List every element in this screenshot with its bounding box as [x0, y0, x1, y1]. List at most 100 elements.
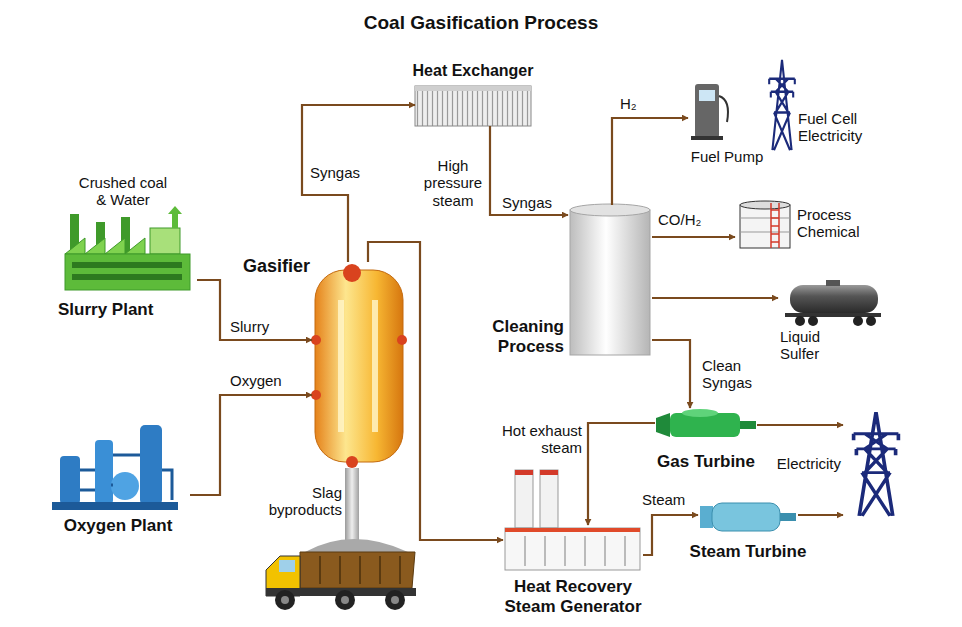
node-label: Liquid Sulfer [780, 328, 850, 363]
slurry-plant-illustration-part [72, 262, 182, 268]
oxygen-plant-illustration-part [60, 456, 80, 504]
gasifier-vessel [311, 264, 407, 468]
heat-exchanger-illustration [415, 86, 531, 126]
flow-line [588, 423, 655, 525]
sulfur-tanker-part [808, 316, 818, 326]
chemical-tank-part [771, 203, 779, 248]
slurry-plant-illustration-part [65, 254, 190, 290]
chemical-box: Process Chemical [735, 198, 881, 252]
flow-label: Syngas [500, 194, 566, 211]
gas-turbine-box: Gas Turbine [655, 408, 757, 476]
fuel-pump-illustration-part [695, 84, 719, 138]
flow-label: Hot exhaust steam [478, 422, 584, 457]
flow-line [302, 105, 415, 262]
steam-turbine-box: Steam Turbine [698, 498, 798, 566]
slurry-plant-illustration-part [150, 228, 180, 254]
gasifier-vessel-part [397, 335, 407, 345]
node-label: Electricity [763, 455, 841, 472]
hrsg-box: Heat Recovery Steam Generator [503, 525, 643, 573]
slag-truck-illustration-part [275, 590, 295, 610]
slag-truck-illustration-part [279, 560, 295, 572]
node-label: Gas Turbine [640, 452, 772, 472]
flow-line [190, 395, 312, 495]
flow-label: Steam [640, 491, 700, 508]
gas-turbine-illustration-part [656, 413, 670, 437]
steam-turbine-illustration-part [780, 513, 796, 521]
oxygen-plant-illustration-part [140, 425, 162, 505]
hrsg-illustration-part [515, 470, 533, 475]
flow-line [197, 280, 312, 340]
chemical-tank-part [740, 218, 790, 232]
hrsg-illustration-part [525, 536, 625, 566]
slag-truck-illustration-part [281, 596, 289, 604]
fuel-cell-box: Fuel Cell Electricity [768, 58, 888, 153]
gasifier-vessel-part [311, 390, 321, 400]
node-label: Fuel Pump [682, 148, 772, 165]
slag-truck-illustration-part [300, 552, 415, 588]
slag-truck-illustration-part [385, 590, 405, 610]
exchanger-box: Heat Exchanger [415, 86, 531, 126]
cleaning-column-part [570, 210, 650, 355]
electricity-box: Electricity [843, 408, 908, 520]
gasifier-vessel-part [346, 456, 358, 468]
gas-turbine-illustration-part [682, 409, 718, 417]
sulfur-tanker-part [795, 316, 805, 326]
flow-label: Clean Syngas [700, 357, 776, 392]
cleaning-column-part [570, 204, 650, 216]
steam-turbine-illustration-part [712, 503, 780, 531]
flow-label: Oxygen [228, 372, 298, 389]
oxygen-plant-illustration [52, 425, 178, 510]
node-label: Crushed coal & Water [75, 174, 171, 209]
node-label: Process Chemical [797, 206, 879, 241]
sulfur-tanker-part [826, 280, 840, 286]
oxygen-plant-illustration-part [95, 440, 113, 504]
hrsg-illustration-part [540, 470, 558, 528]
fuel-pump-illustration [691, 84, 728, 140]
oxygen-plant-box: Oxygen Plant [48, 420, 190, 542]
sulfur-tanker [785, 280, 881, 326]
flow-label: Syngas [308, 164, 372, 181]
flow-line [490, 126, 568, 215]
fuel-pump-illustration-part [719, 96, 728, 122]
gasifier-vessel-part [315, 270, 403, 462]
oxygen-plant-illustration-part [80, 455, 172, 500]
flow-label: CO/H₂ [656, 211, 720, 228]
power-tower [769, 60, 795, 150]
sulfur-tanker-part [853, 316, 863, 326]
gasifier-box: Gasifier [312, 262, 407, 467]
steam-turbine-illustration [700, 503, 796, 531]
heat-exchanger-illustration-part [415, 86, 531, 91]
fuel-pump-illustration-part [691, 136, 723, 140]
flow-line [652, 340, 690, 408]
oxygen-plant-illustration-part [52, 502, 178, 510]
hrsg-illustration [505, 470, 640, 570]
node-label: Oxygen Plant [48, 516, 188, 536]
gasifier-vessel-part [372, 300, 378, 432]
steam-turbine-illustration-part [700, 506, 713, 528]
byproduct-note: Slag byproducts [256, 484, 344, 519]
node-label: Slurry Plant [58, 300, 192, 320]
power-tower [854, 412, 899, 516]
diagram-title: Coal Gasification Process [281, 12, 681, 34]
hrsg-illustration-part [515, 470, 533, 528]
flow-line [652, 236, 735, 238]
slag-truck-illustration-part [391, 596, 399, 604]
fuel-pump-illustration-part [699, 90, 715, 101]
slag-truck-illustration-part [345, 468, 359, 546]
node-label: Fuel Cell Electricity [798, 110, 886, 145]
node-label: Heat Recovery Steam Generator [498, 577, 648, 616]
heat-exchanger-illustration-part [415, 86, 531, 126]
flow-line [368, 242, 503, 540]
slag-truck-illustration-part [320, 556, 400, 584]
flow-line [757, 424, 843, 426]
slurry-plant-illustration [65, 206, 190, 290]
node-label: Heat Exchanger [395, 62, 551, 80]
gasifier-vessel-part [338, 300, 344, 432]
cleaning-box: Cleaning Process [568, 205, 652, 357]
gas-turbine-illustration [656, 409, 756, 437]
slurry-plant-illustration-part [168, 206, 182, 228]
chemical-tank-part [740, 201, 790, 209]
fuel-pump-box: Fuel Pump [688, 78, 766, 170]
